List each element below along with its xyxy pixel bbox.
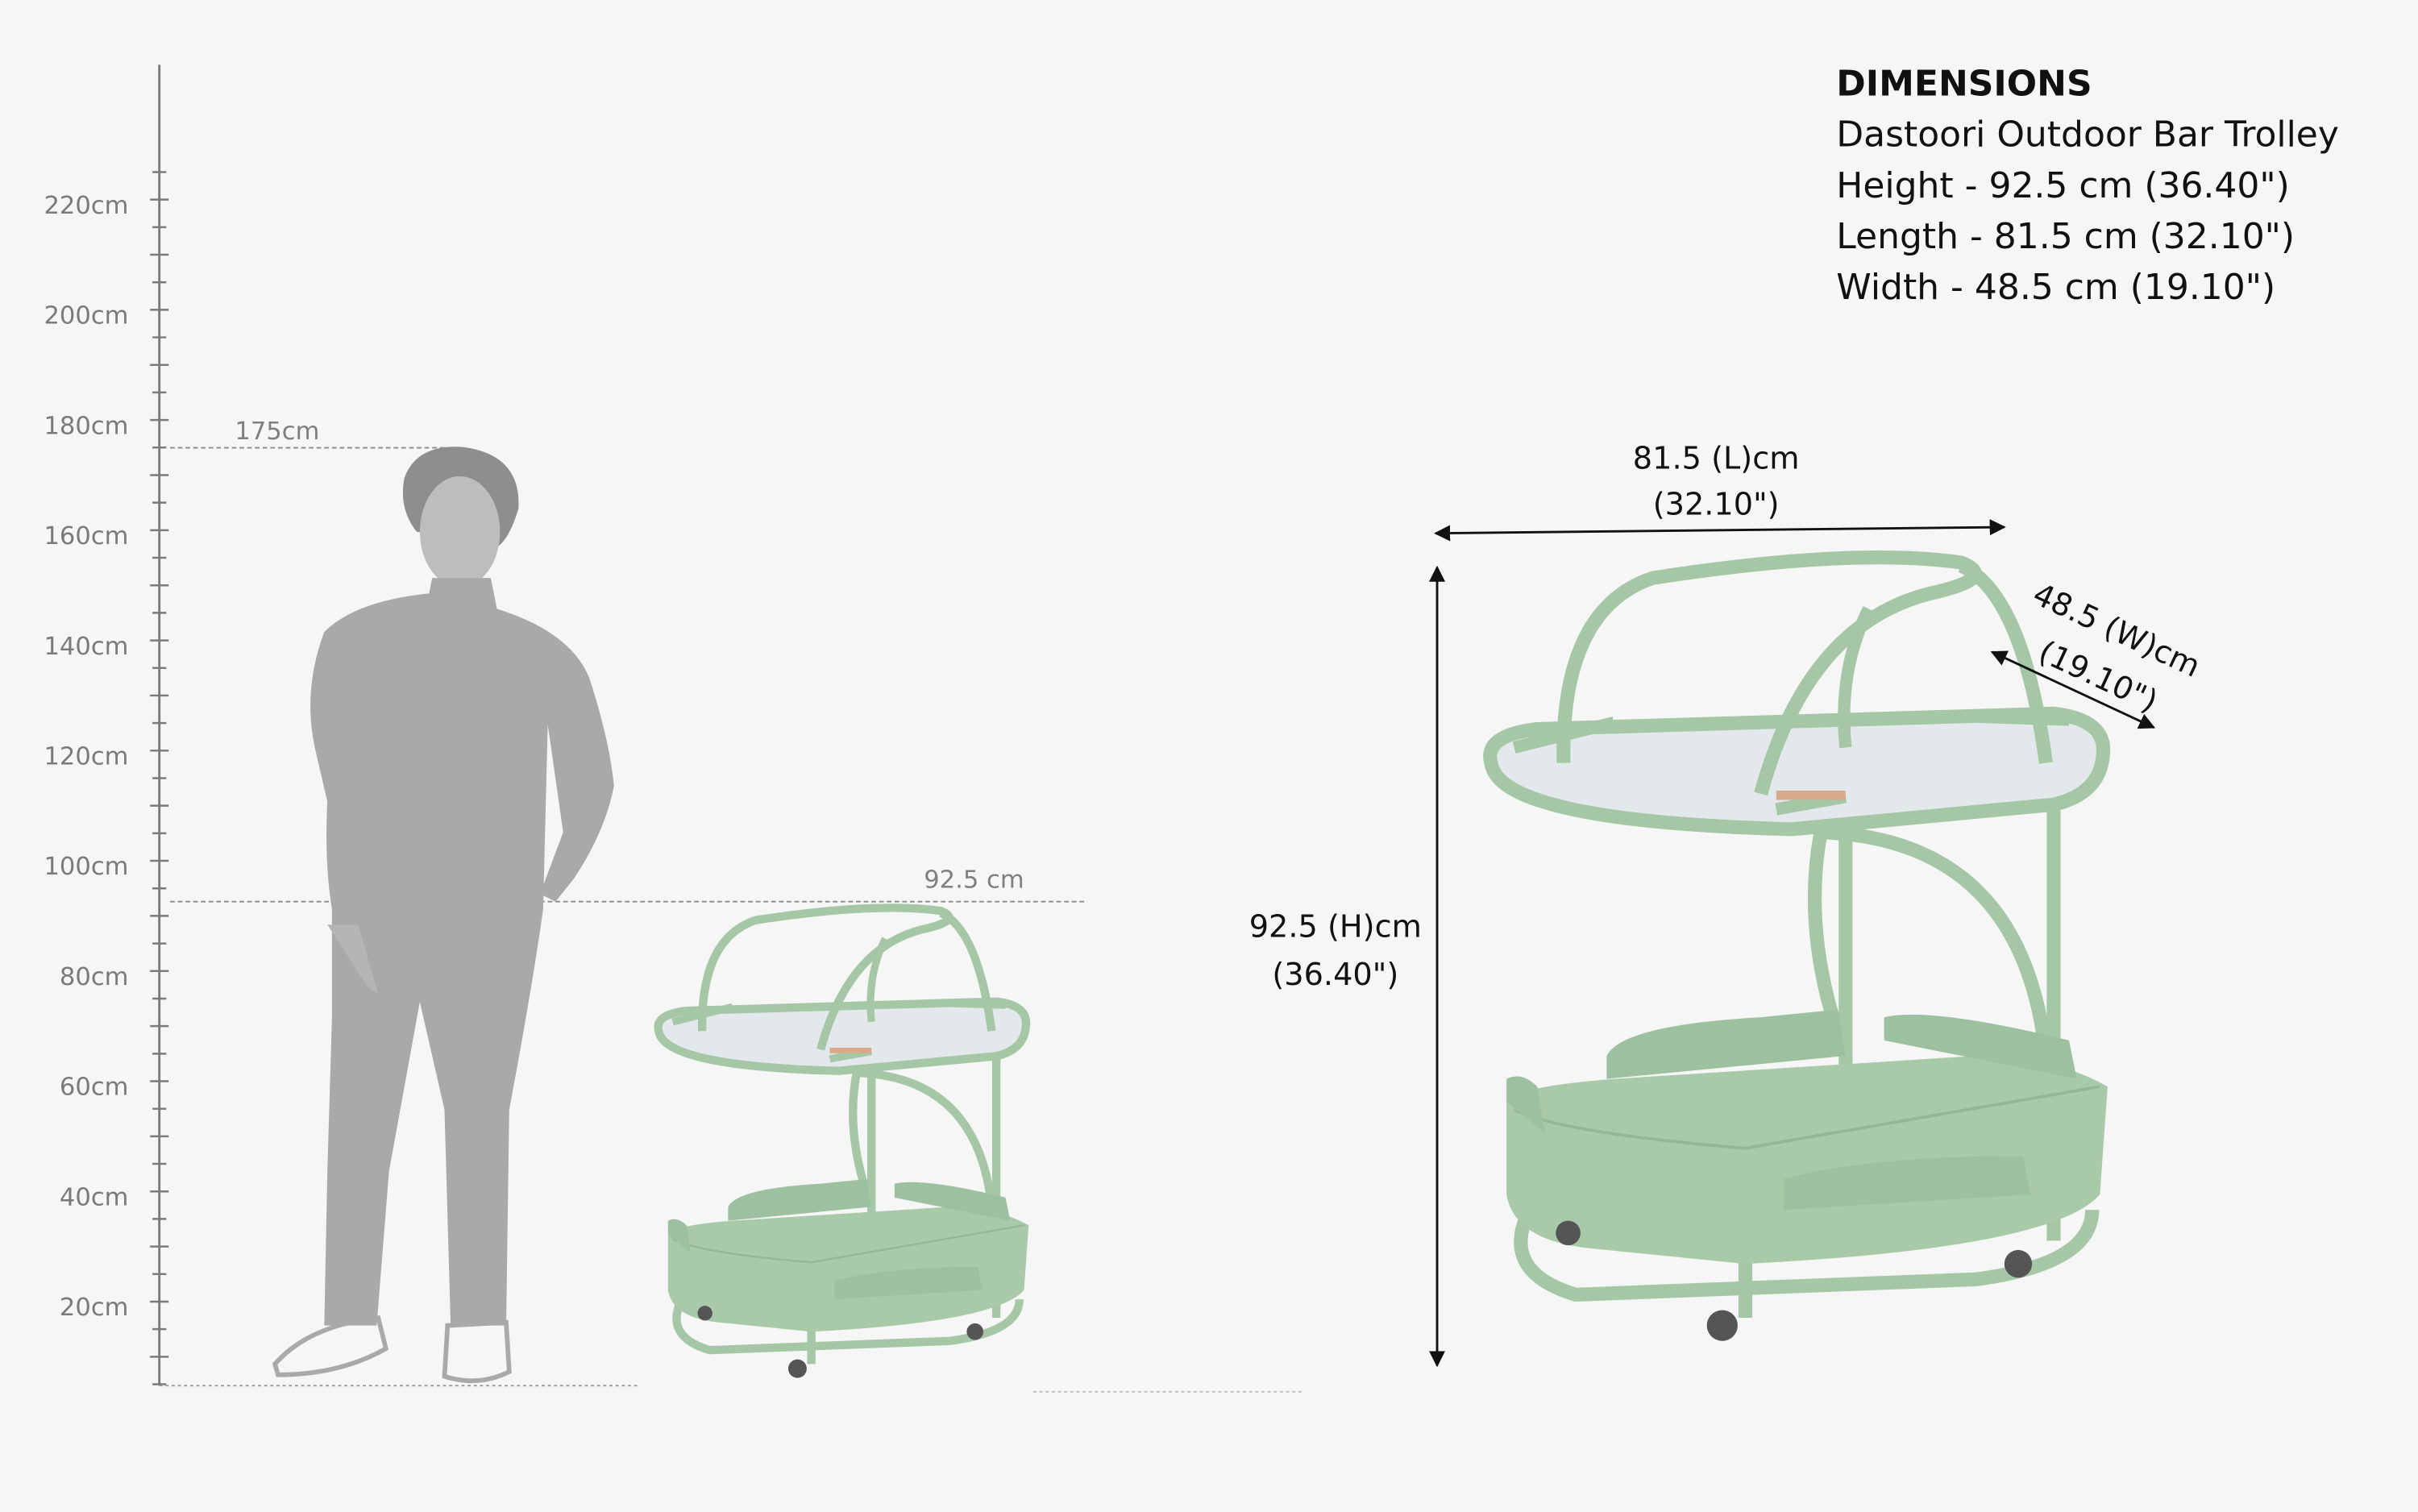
height-in-label: (36.40")	[1272, 957, 1398, 993]
ruler-label: 140cm	[44, 633, 128, 661]
trolley-large-image	[1490, 558, 2108, 1341]
ruler-label: 180cm	[44, 412, 128, 440]
length-spec: Length - 81.5 cm (32.10")	[1836, 216, 2295, 257]
width-arrow	[1990, 650, 2156, 729]
height-cm-label: 92.5 (H)cm	[1249, 910, 1422, 945]
ruler-label: 200cm	[44, 302, 128, 330]
ruler-label: 100cm	[44, 853, 128, 881]
length-cm-label: 81.5 (L)cm	[1633, 441, 1800, 476]
trolley-small-image	[659, 908, 1029, 1377]
ruler-label: 20cm	[60, 1294, 129, 1322]
height-spec: Height - 92.5 cm (36.40")	[1836, 165, 2289, 206]
trolley-height-label: 92.5 cm	[924, 866, 1024, 895]
ruler-label: 80cm	[60, 963, 129, 991]
length-arrow	[1434, 519, 2006, 542]
ruler-label: 220cm	[44, 192, 128, 220]
ruler-labels: 220cm 200cm 180cm 160cm 140cm 120cm 100cm 80cm 6…	[44, 192, 128, 1322]
width-spec: Width - 48.5 cm (19.10")	[1836, 267, 2275, 308]
ruler-label: 160cm	[44, 522, 128, 550]
ruler-label: 120cm	[44, 743, 128, 771]
person-silhouette	[272, 447, 614, 1384]
dimensions-heading: DIMENSIONS	[1836, 64, 2092, 105]
product-name: Dastoori Outdoor Bar Trolley	[1836, 114, 2339, 156]
ruler-ticks	[150, 171, 169, 1385]
ruler-label: 60cm	[60, 1074, 129, 1102]
length-in-label: (32.10")	[1653, 488, 1780, 523]
person-height-label: 175cm	[235, 417, 319, 446]
ruler-label: 40cm	[60, 1183, 129, 1211]
